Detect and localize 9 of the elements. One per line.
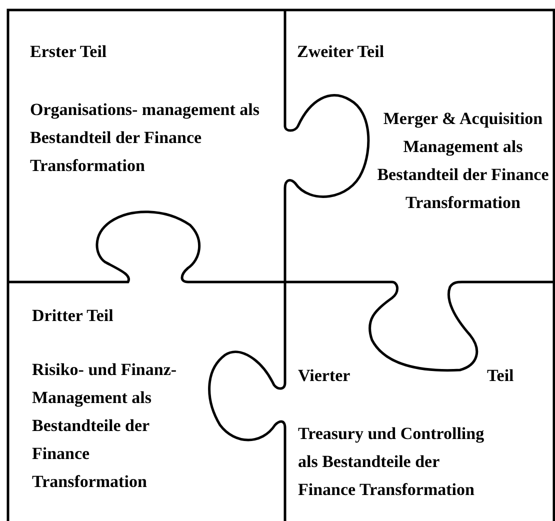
piece-heading: Erster Teil — [30, 41, 108, 63]
piece-description: Organisations- management als Bestandteil der Finance Transformation — [30, 99, 260, 177]
piece-heading: Vierter — [298, 365, 352, 387]
piece-heading: Dritter Teil — [32, 305, 114, 327]
piece-heading: Teil — [487, 365, 515, 387]
piece-description: Merger & Acquisition Management als Bestandteil der Finance Transformation — [376, 108, 550, 214]
piece-description: Treasury und Controlling als Bestandteile der Finance Transformation — [298, 423, 486, 501]
piece-heading: Zweiter Teil — [297, 41, 386, 63]
piece-description: Risiko- und Finanz- Management als Bestandteile der Finance Transformation — [32, 359, 178, 493]
